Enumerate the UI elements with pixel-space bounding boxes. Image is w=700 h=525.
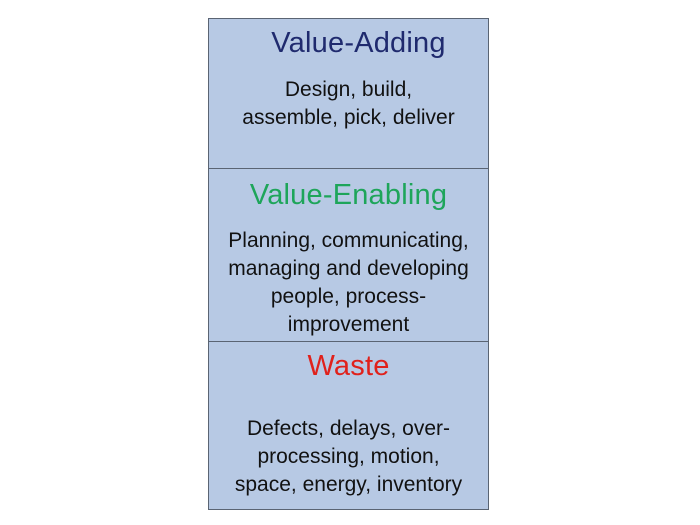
value-enabling-section: Value-Enabling Planning, communicating, …: [209, 169, 488, 342]
description-line: processing, motion,: [257, 445, 440, 468]
description-line: managing and developing: [228, 257, 469, 280]
value-adding-section: Value-Adding Design, build, assemble, pi…: [209, 19, 488, 169]
waste-title: Waste: [307, 350, 390, 382]
description-line: space, energy, inventory: [234, 473, 463, 496]
description-line: improvement: [287, 313, 410, 336]
value-adding-description: Design, build, assemble, pick, deliver: [209, 76, 488, 132]
value-category-stack: Value-Adding Design, build, assemble, pi…: [208, 18, 489, 510]
description-line: people, process-: [270, 285, 427, 308]
description-line: Design, build,: [284, 78, 413, 101]
value-enabling-title: Value-Enabling: [249, 179, 448, 211]
waste-section: Waste Defects, delays, over- processing,…: [209, 342, 488, 510]
value-enabling-description: Planning, communicating, managing and de…: [209, 227, 488, 339]
description-line: Planning, communicating,: [228, 229, 469, 252]
value-adding-title: Value-Adding: [271, 27, 446, 59]
description-line: assemble, pick, deliver: [242, 106, 455, 129]
description-line: Defects, delays, over-: [246, 417, 451, 440]
waste-description: Defects, delays, over- processing, motio…: [209, 415, 488, 499]
